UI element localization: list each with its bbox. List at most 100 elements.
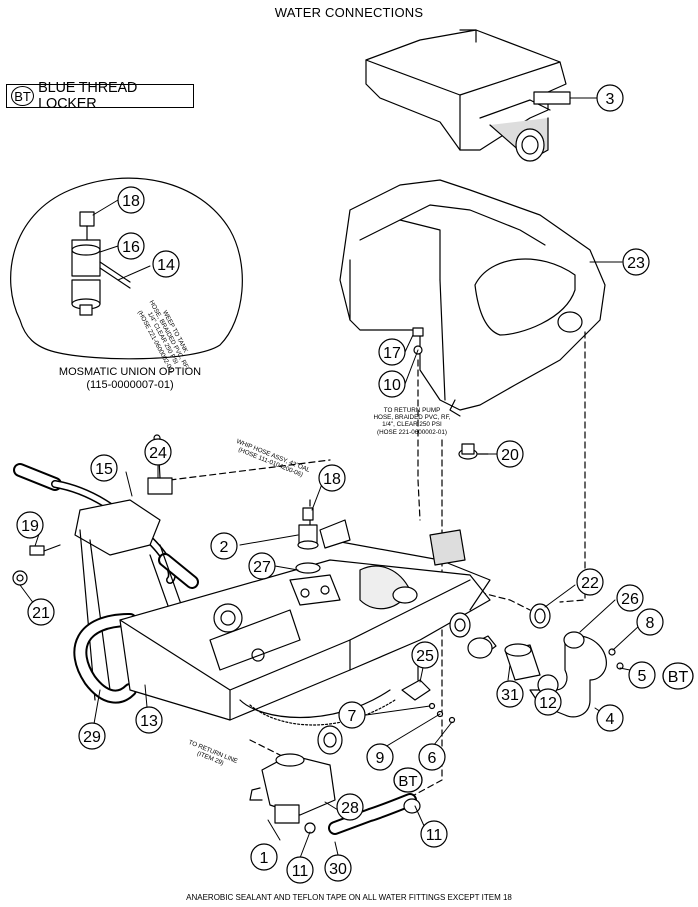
note-return-pump-line: HOSE, BRAIDED PVC, RF,: [373, 414, 451, 422]
callout-number: 24: [149, 445, 167, 462]
callout-number: 21: [32, 605, 50, 622]
callout-bubble: 11: [286, 856, 314, 884]
pump-fittings-drawing: [289, 507, 351, 606]
callout-circle: [420, 820, 448, 848]
callout-bubble: 8: [636, 608, 664, 636]
callout-bubble: 31: [496, 680, 524, 708]
callout-circle: [78, 722, 106, 750]
callout-circle: [622, 248, 650, 276]
callout-number: 4: [606, 711, 615, 728]
callout-number: 12: [539, 695, 557, 712]
dashed-leader: [169, 459, 331, 481]
callout-circle: [144, 438, 172, 466]
callout-circle: [636, 608, 664, 636]
callout-number: 2: [220, 539, 229, 556]
callout-circle: [411, 641, 439, 669]
callout-circle: [90, 454, 118, 482]
legend-blue-thread-locker: BT BLUE THREAD LOCKER: [6, 80, 194, 112]
callout-bubble: 9: [366, 743, 394, 771]
callout-circle: [378, 338, 406, 366]
mosmatic-union-drawing: [71, 211, 131, 316]
pump-28-drawing: [249, 753, 336, 834]
bt-mark-label: BT: [398, 773, 417, 790]
main-shroud-drawing: [339, 179, 606, 417]
callout-circle: [152, 250, 180, 278]
bt-mark-label: BT: [668, 669, 689, 686]
callout-bubble: 13: [135, 706, 163, 734]
fitting-19: [29, 544, 61, 556]
callout-bubble: 6: [418, 743, 446, 771]
callout-bubble: 28: [336, 793, 364, 821]
callout-number: 20: [501, 447, 519, 464]
callout-bubble: 16: [117, 232, 145, 260]
note-return-pump-line: TO RETURN PUMP: [383, 407, 441, 414]
callout-number: 5: [638, 668, 647, 685]
callout-circle: [27, 598, 55, 626]
callout-number: 26: [621, 591, 639, 608]
inset-outline: [10, 177, 243, 360]
callout-bubble: 15: [90, 454, 118, 482]
callout-number: 9: [376, 750, 385, 767]
callout-circle: [210, 532, 238, 560]
callout-number: 14: [157, 257, 175, 274]
callout-bubble: 2: [210, 532, 238, 560]
callout-bubble: 22: [576, 568, 604, 596]
callout-bubble: 18: [318, 464, 346, 492]
callout-number: 25: [416, 648, 434, 665]
callout-circle: [496, 680, 524, 708]
callout-number: 31: [501, 687, 519, 704]
callout-bubble: 19: [16, 511, 44, 539]
callout-bubble: 30: [324, 854, 352, 882]
callout-bubble: 23: [622, 248, 650, 276]
callout-bubble: 4: [596, 704, 624, 732]
callout-number: 29: [83, 729, 101, 746]
callout-number: 23: [627, 255, 645, 272]
callout-circle: [338, 701, 366, 729]
callout-bubble: 10: [378, 370, 406, 398]
note-return-pump-line: 1/4", CLEAR 250 PSI: [382, 421, 442, 429]
callout-circle: [418, 743, 446, 771]
dashed-leader: [559, 331, 586, 603]
callout-circle: [286, 856, 314, 884]
callout-bubble: 20: [496, 440, 524, 468]
clamp-11: [403, 798, 421, 814]
callout-number: 3: [606, 91, 615, 108]
callout-circle: [318, 464, 346, 492]
bt-mark: BT: [393, 767, 423, 793]
callout-circle: [576, 568, 604, 596]
callout-number: 11: [426, 827, 443, 844]
fitting-20: [458, 443, 489, 460]
callout-bubble: 5: [628, 661, 656, 689]
handlebar-drawing: [13, 463, 216, 711]
callout-circle: [534, 688, 562, 716]
callout-number: 6: [428, 750, 437, 767]
callout-number: 8: [646, 615, 655, 632]
fitting-21: [12, 570, 28, 586]
callout-circle: [366, 743, 394, 771]
callout-number: 1: [260, 850, 269, 867]
callout-bubble: 17: [378, 338, 406, 366]
coupler-drawing: [467, 637, 559, 696]
callout-number: 22: [581, 575, 599, 592]
callout-circle: [324, 854, 352, 882]
callout-circle: [496, 440, 524, 468]
callout-circle: [596, 84, 624, 112]
callout-bubble: 14: [152, 250, 180, 278]
legend-text: BLUE THREAD LOCKER: [38, 80, 138, 112]
callout-circle: [378, 370, 406, 398]
top-shroud-drawing: [365, 29, 571, 162]
callout-bubble: 1: [250, 843, 278, 871]
callout-number: 17: [383, 345, 401, 362]
callout-bubble: 18: [117, 186, 145, 214]
callout-number: 13: [140, 713, 158, 730]
callout-bubble: 29: [78, 722, 106, 750]
callout-circle: [250, 843, 278, 871]
callout-bubble: 25: [411, 641, 439, 669]
callout-circle: [117, 232, 145, 260]
bt-mark: BT: [662, 662, 694, 690]
callout-number: 7: [348, 708, 357, 725]
callout-circle: [616, 584, 644, 612]
callout-bubble: 3: [596, 84, 624, 112]
callout-circle: [248, 552, 276, 580]
